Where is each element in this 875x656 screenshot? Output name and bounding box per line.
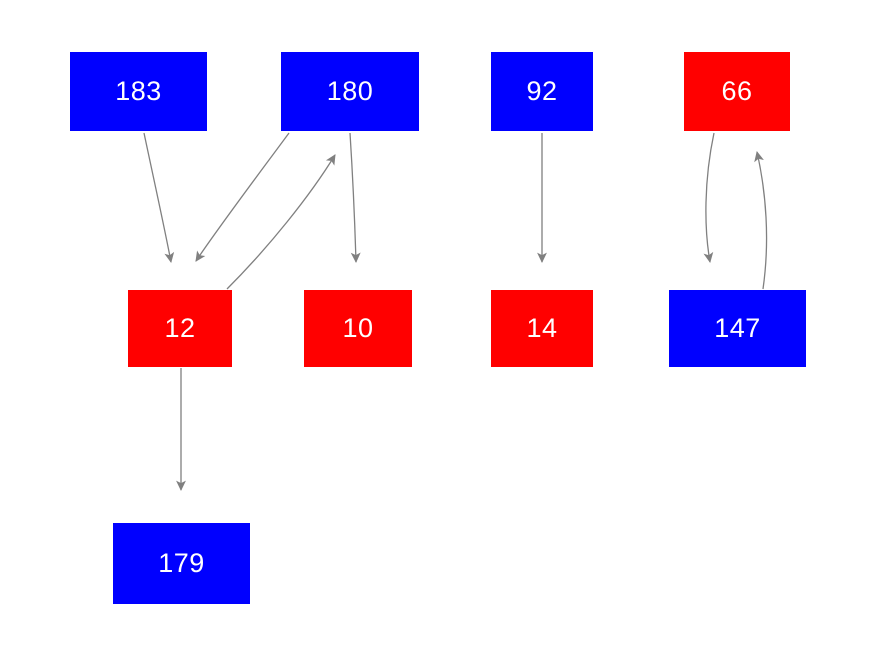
graph-node-179[interactable]: 179: [113, 523, 250, 604]
graph-edge-12-to-180: [226, 154, 336, 290]
graph-node-147[interactable]: 147: [669, 290, 806, 367]
graph-edge-180-to-10: [349, 132, 361, 264]
graph-edge-180-to-12: [195, 132, 290, 262]
graph-node-92[interactable]: 92: [491, 52, 593, 131]
node-label: 183: [115, 76, 162, 106]
node-label: 66: [721, 76, 753, 106]
graph-node-12[interactable]: 12: [128, 290, 232, 367]
graph-node-10[interactable]: 10: [304, 290, 412, 367]
graph-node-180[interactable]: 180: [281, 52, 419, 131]
graph-node-14[interactable]: 14: [491, 290, 593, 367]
graph-edge-147-to-66: [754, 150, 768, 290]
graph-edge-183-to-12: [143, 132, 175, 264]
node-label: 147: [714, 313, 761, 343]
graph-node-66[interactable]: 66: [684, 52, 790, 131]
node-label: 179: [158, 548, 205, 578]
node-label: 180: [326, 76, 374, 106]
node-label: 14: [526, 313, 558, 343]
node-label: 92: [526, 76, 558, 106]
node-label: 10: [342, 313, 374, 343]
graph-edge-66-to-147: [703, 132, 715, 264]
node-label: 12: [164, 313, 196, 343]
graph-node-183[interactable]: 183: [70, 52, 207, 131]
